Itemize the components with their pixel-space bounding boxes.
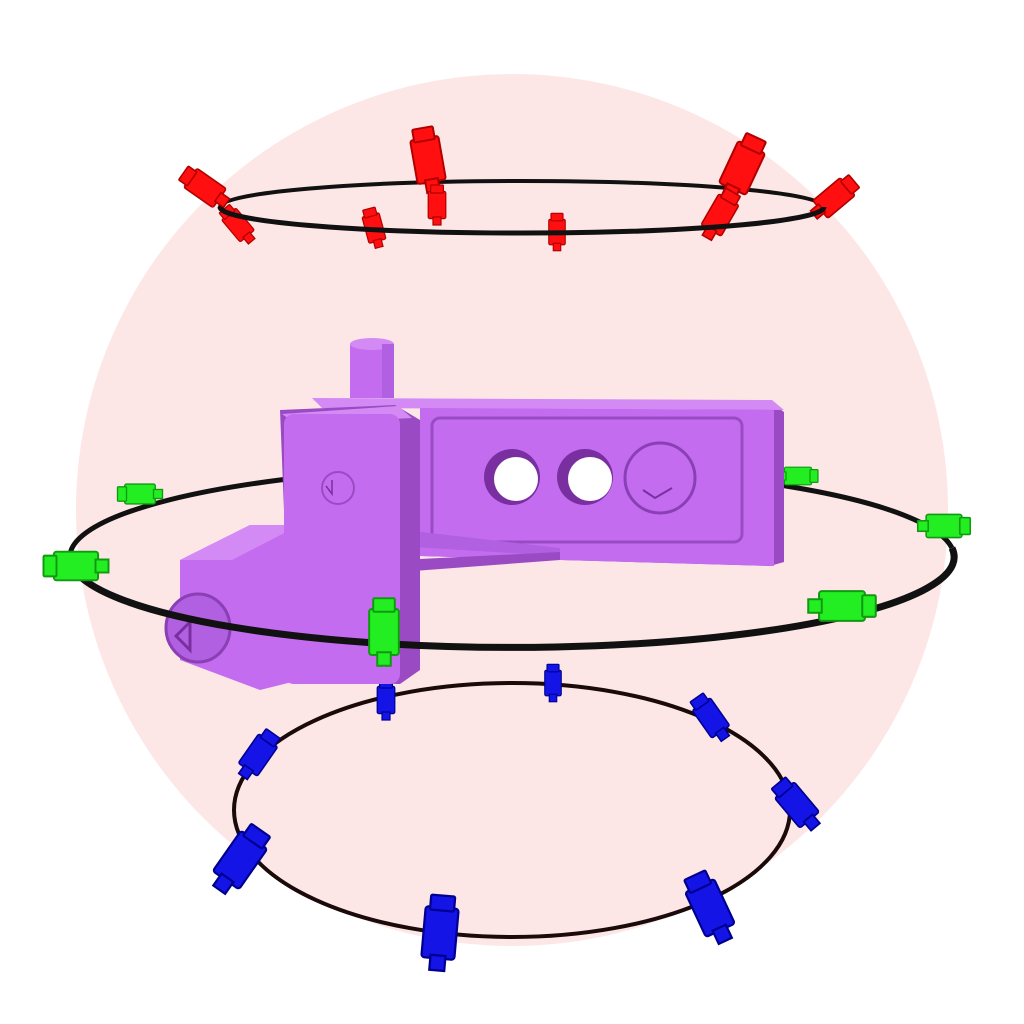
camera-icon	[807, 590, 877, 622]
knob	[623, 441, 697, 515]
top-pin	[350, 338, 394, 398]
camera-icon	[916, 513, 972, 539]
small-hole	[321, 471, 355, 505]
middle-ring-front	[68, 546, 958, 651]
camera-icon	[376, 679, 396, 721]
camera-icon	[116, 483, 164, 505]
lower-block	[164, 525, 300, 690]
camera-icon	[544, 663, 562, 703]
top-ring-front	[217, 206, 827, 236]
slotted-arm	[312, 398, 784, 566]
camera-icon	[427, 184, 447, 226]
top-ring-back	[218, 179, 826, 208]
camera-icon	[368, 597, 400, 667]
camera-icon	[42, 550, 110, 582]
